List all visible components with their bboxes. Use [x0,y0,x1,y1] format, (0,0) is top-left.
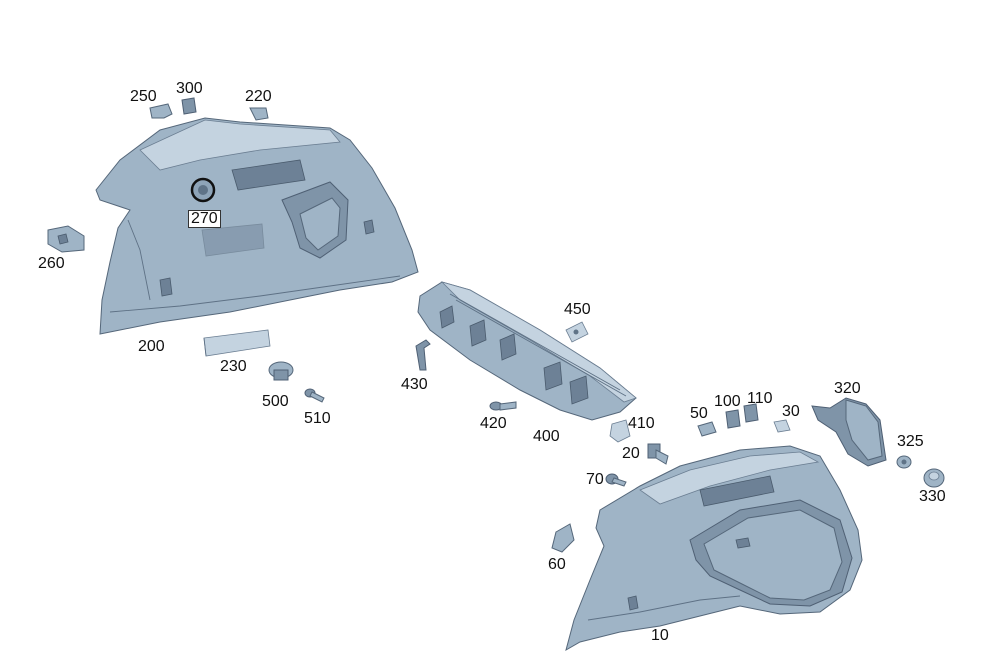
callout-70[interactable]: 70 [586,471,604,488]
callout-400[interactable]: 400 [533,428,560,445]
part-260-bracket[interactable] [47,225,85,253]
part-200-left-side-trim[interactable] [95,117,419,335]
part-500-fastener[interactable] [268,361,294,381]
part-325-nut[interactable] [896,455,912,469]
part-430-hook[interactable] [415,339,431,371]
part-410-clip[interactable] [609,419,631,443]
part-330-cap[interactable] [923,468,945,488]
callout-420[interactable]: 420 [480,415,507,432]
part-30-clip[interactable] [773,419,791,433]
callout-110[interactable]: 110 [747,390,773,407]
part-100-clip[interactable] [725,409,741,429]
part-50-clip[interactable] [697,421,717,437]
callout-450[interactable]: 450 [564,301,591,318]
callout-100[interactable]: 100 [714,393,741,410]
callout-60[interactable]: 60 [548,556,566,573]
callout-510[interactable]: 510 [304,410,331,427]
part-250-clip[interactable] [149,103,173,119]
part-400-loading-sill-panel[interactable] [417,281,637,421]
callout-260[interactable]: 260 [38,255,65,272]
callout-10[interactable]: 10 [651,627,669,644]
callout-330[interactable]: 330 [919,488,946,505]
part-60-bracket[interactable] [551,523,575,553]
callout-500[interactable]: 500 [262,393,289,410]
callout-300[interactable]: 300 [176,80,203,97]
part-300-clip[interactable] [181,97,197,115]
part-270-ring-clip[interactable] [190,177,216,203]
callout-20[interactable]: 20 [622,445,640,462]
callout-30[interactable]: 30 [782,403,800,420]
callout-50[interactable]: 50 [690,405,708,422]
callout-250[interactable]: 250 [130,88,157,105]
callout-430[interactable]: 430 [401,376,428,393]
callout-320[interactable]: 320 [834,380,861,397]
part-320-bracket-panel[interactable] [811,397,887,467]
part-230-cover-plate[interactable] [203,329,271,357]
callout-220[interactable]: 220 [245,88,272,105]
part-510-screw[interactable] [304,388,325,403]
part-70-screw[interactable] [605,473,627,487]
callout-410[interactable]: 410 [628,415,655,432]
part-450-plate[interactable] [565,321,589,343]
callout-325[interactable]: 325 [897,433,924,450]
callout-230[interactable]: 230 [220,358,247,375]
part-110-clip[interactable] [743,403,759,423]
part-220-clip[interactable] [249,107,269,121]
part-10-right-side-trim[interactable] [565,445,863,652]
part-20-fastener[interactable] [647,443,669,465]
part-420-bolt[interactable] [489,401,517,411]
callout-200[interactable]: 200 [138,338,165,355]
callout-270[interactable]: 270 [188,210,221,228]
